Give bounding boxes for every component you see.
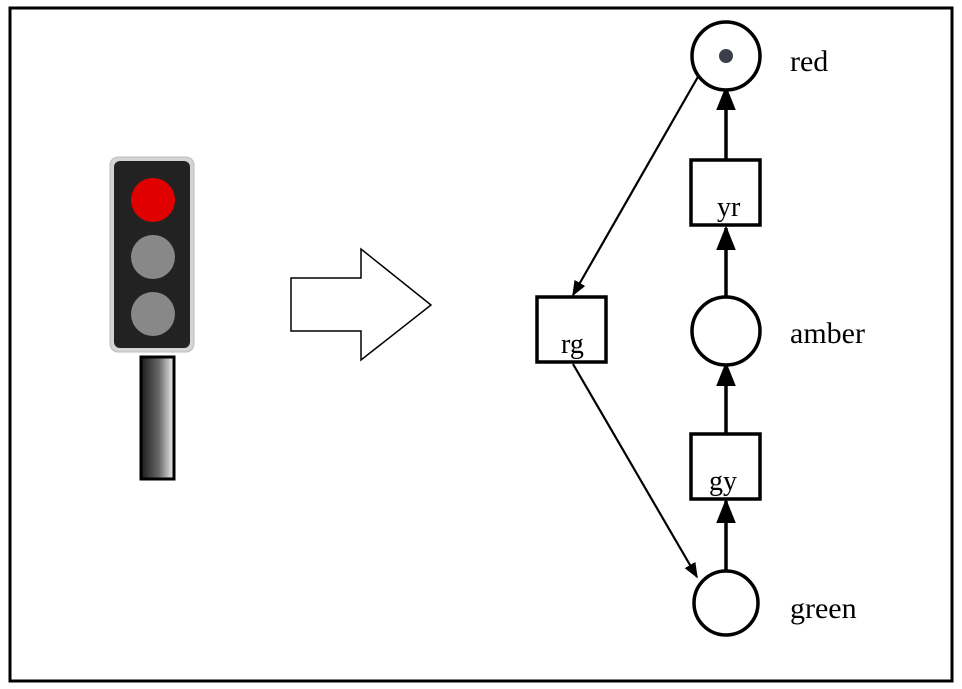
- lamp-amber: [131, 235, 175, 279]
- traffic-light-icon: [109, 156, 195, 481]
- transition-yr-label: yr: [717, 192, 741, 223]
- transition-gy: gy: [689, 432, 762, 501]
- transition-rg: rg: [535, 295, 608, 364]
- slide-frame: [8, 6, 954, 683]
- arc-red-rg: [572, 74, 700, 297]
- token-icon: [719, 49, 733, 63]
- transition-rg-label: rg: [561, 329, 584, 360]
- transition-gy-label: gy: [709, 466, 737, 497]
- right-arrow-icon: [290, 247, 433, 362]
- lamp-red: [131, 178, 175, 222]
- lamp-green: [131, 292, 175, 336]
- place-amber-label: amber: [790, 317, 865, 350]
- place-red: red: [690, 20, 828, 92]
- place-green-label: green: [790, 592, 857, 625]
- place-red-label: red: [790, 45, 828, 78]
- arc-rg-green: [572, 363, 698, 579]
- place-amber: amber: [690, 295, 865, 367]
- place-green: green: [692, 569, 857, 637]
- transition-yr: yr: [689, 158, 762, 227]
- traffic-light-pole: [139, 355, 176, 481]
- petri-net-arcs: [572, 74, 736, 579]
